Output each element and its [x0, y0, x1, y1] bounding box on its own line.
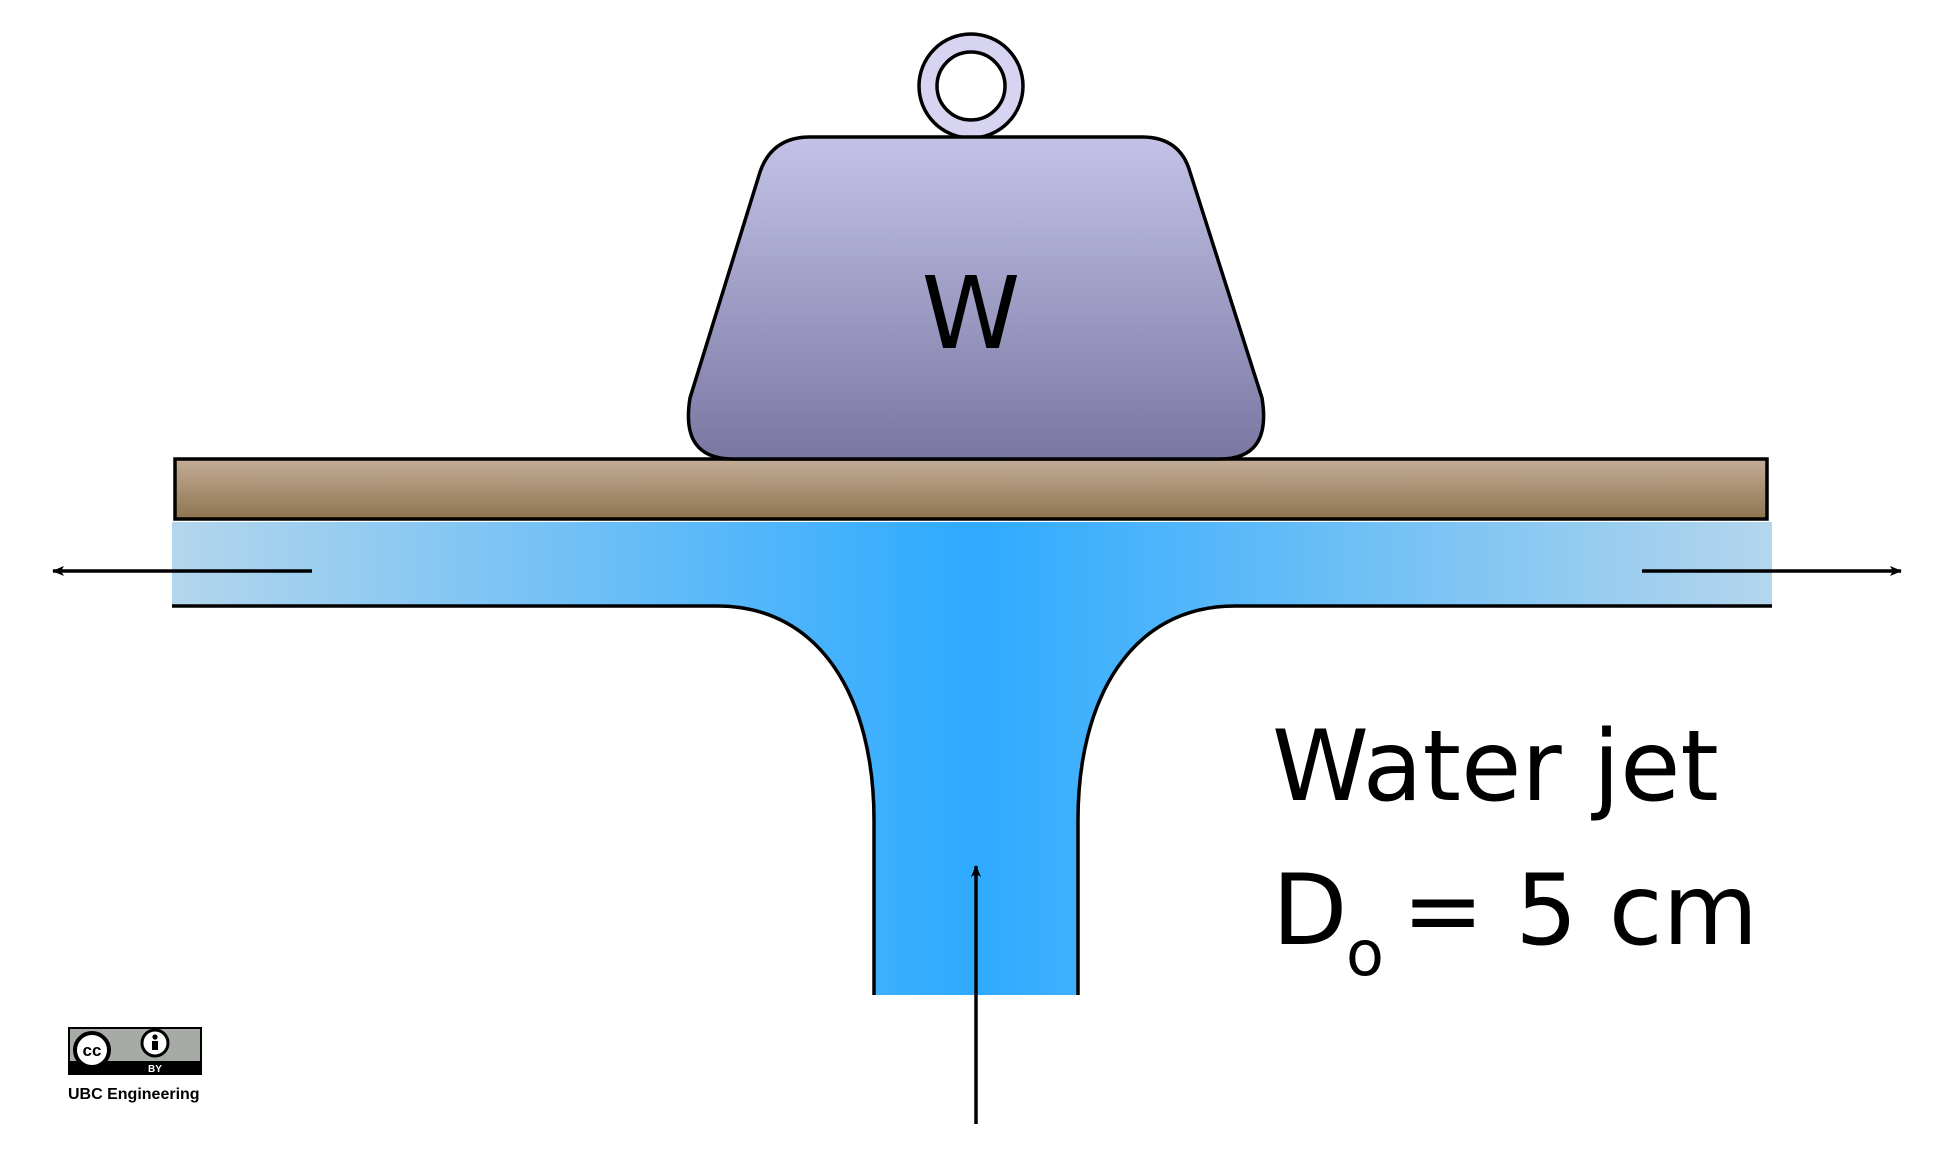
jet-diameter-value: = 5 cm	[1402, 854, 1758, 968]
weight-block	[686, 135, 1266, 461]
jet-title: Water jet	[1272, 710, 1719, 824]
water-jet	[172, 522, 1772, 995]
attribution-text: UBC Engineering	[68, 1086, 200, 1103]
cc-text: cc	[83, 1041, 102, 1060]
jet-diameter-symbol: D	[1272, 854, 1347, 968]
water-jet-outline	[172, 604, 1772, 995]
weight-label: W	[922, 255, 1021, 372]
jet-diameter-subscript: o	[1346, 917, 1384, 990]
plate	[173, 457, 1769, 521]
cc-by-license-icon: cc BY	[68, 1027, 202, 1075]
by-text: BY	[148, 1064, 162, 1075]
weight-ring-icon	[917, 32, 1025, 140]
cc-circle-icon	[73, 1031, 111, 1069]
